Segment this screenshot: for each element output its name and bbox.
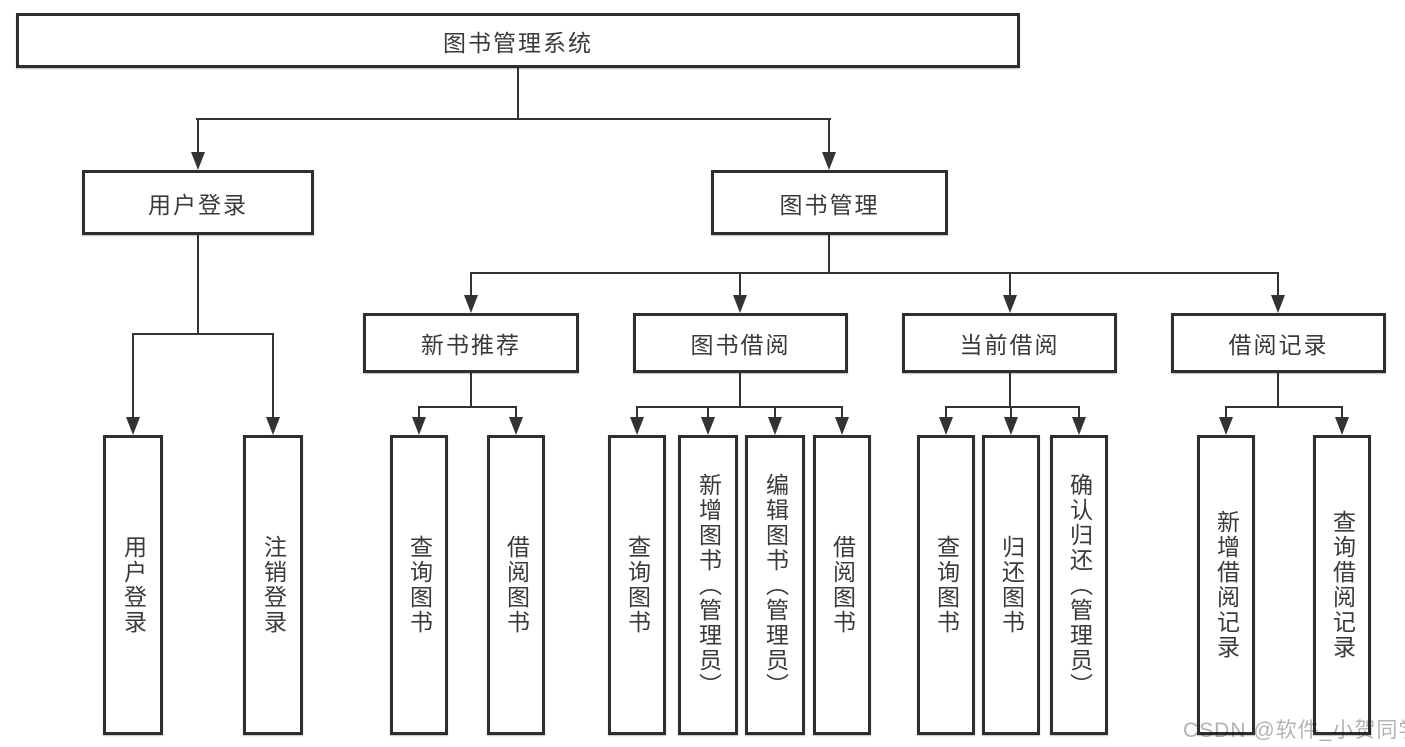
node-borrow-records: 借阅记录 bbox=[1171, 313, 1386, 373]
node-label: 查询借阅记录 bbox=[1329, 510, 1356, 660]
node-label: 查询图书 bbox=[406, 535, 433, 635]
node-book-borrow: 图书借阅 bbox=[633, 313, 848, 373]
arrow-down-icon bbox=[630, 417, 644, 435]
leaf-query-books-recommend: 查询图书 bbox=[390, 435, 448, 735]
arrow-down-icon bbox=[701, 417, 715, 435]
connector-line bbox=[197, 233, 199, 335]
connector-line bbox=[1225, 406, 1227, 421]
node-label: 新增图书（管理员） bbox=[695, 472, 722, 698]
arrow-down-icon bbox=[1003, 295, 1017, 313]
connector-line bbox=[828, 233, 830, 274]
connector-line bbox=[272, 333, 274, 421]
connector-line bbox=[945, 406, 947, 421]
node-label: 图书管理系统 bbox=[443, 29, 593, 56]
connector-line bbox=[517, 66, 519, 120]
node-label: 图书借阅 bbox=[690, 332, 791, 358]
csdn-watermark: CSDN @软件_小贺同学 bbox=[1183, 719, 1405, 742]
connector-line bbox=[132, 333, 134, 421]
connector-line bbox=[945, 406, 1080, 408]
node-label: 查询图书 bbox=[933, 535, 960, 635]
connector-line bbox=[841, 406, 843, 421]
leaf-query-borrow-record: 查询借阅记录 bbox=[1313, 435, 1371, 735]
connector-line bbox=[1341, 406, 1343, 421]
arrow-down-icon bbox=[768, 417, 782, 435]
connector-line bbox=[196, 118, 831, 120]
arrow-down-icon bbox=[191, 152, 205, 170]
node-label: 借阅记录 bbox=[1228, 332, 1329, 358]
leaf-borrow-books-recommend: 借阅图书 bbox=[487, 435, 545, 735]
arrow-down-icon bbox=[1219, 417, 1233, 435]
arrow-down-icon bbox=[822, 152, 836, 170]
arrow-down-icon bbox=[412, 417, 426, 435]
connector-line bbox=[418, 406, 420, 421]
connector-line bbox=[132, 333, 274, 335]
leaf-query-books-current: 查询图书 bbox=[917, 435, 975, 735]
arrow-down-icon bbox=[464, 295, 478, 313]
node-label: 图书管理 bbox=[779, 191, 880, 218]
leaf-user-login: 用户登录 bbox=[103, 435, 163, 735]
connector-line bbox=[1277, 272, 1279, 297]
connector-line bbox=[470, 272, 472, 297]
connector-line bbox=[470, 371, 472, 408]
node-label: 用户登录 bbox=[148, 191, 248, 218]
leaf-confirm-return-admin: 确认归还（管理员） bbox=[1050, 435, 1108, 735]
node-label: 新书推荐 bbox=[421, 332, 521, 358]
arrow-down-icon bbox=[939, 417, 953, 435]
arrow-down-icon bbox=[1335, 417, 1349, 435]
connector-line bbox=[707, 406, 709, 421]
connector-line bbox=[828, 118, 830, 154]
arrow-down-icon bbox=[1004, 417, 1018, 435]
node-label: 查询图书 bbox=[624, 535, 651, 635]
node-book-management: 图书管理 bbox=[711, 170, 948, 235]
node-label: 编辑图书（管理员） bbox=[762, 472, 789, 698]
leaf-add-book-admin: 新增图书（管理员） bbox=[678, 435, 738, 735]
node-label: 归还图书 bbox=[998, 535, 1025, 635]
arrow-down-icon bbox=[1271, 295, 1285, 313]
connector-line bbox=[739, 371, 741, 408]
connector-line bbox=[470, 272, 1279, 274]
node-label: 借阅图书 bbox=[829, 535, 856, 635]
connector-line bbox=[1010, 406, 1012, 421]
node-new-book-recommend: 新书推荐 bbox=[363, 313, 579, 373]
connector-line bbox=[1078, 406, 1080, 421]
connector-line bbox=[636, 406, 638, 421]
connector-line bbox=[1225, 406, 1343, 408]
connector-line bbox=[774, 406, 776, 421]
arrow-down-icon bbox=[733, 295, 747, 313]
arrow-down-icon bbox=[126, 417, 140, 435]
leaf-return-book: 归还图书 bbox=[982, 435, 1040, 735]
node-label: 确认归还（管理员） bbox=[1066, 472, 1093, 698]
arrow-down-icon bbox=[509, 417, 523, 435]
node-label: 借阅图书 bbox=[503, 535, 530, 635]
leaf-edit-book-admin: 编辑图书（管理员） bbox=[745, 435, 805, 735]
connector-line bbox=[739, 272, 741, 297]
leaf-query-books-borrow: 查询图书 bbox=[608, 435, 666, 735]
node-user-login: 用户登录 bbox=[82, 170, 314, 235]
node-library-management-system: 图书管理系统 bbox=[16, 13, 1020, 68]
connector-line bbox=[636, 406, 843, 408]
leaf-logout: 注销登录 bbox=[243, 435, 303, 735]
leaf-add-borrow-record: 新增借阅记录 bbox=[1197, 435, 1255, 735]
connector-line bbox=[197, 118, 199, 154]
connector-line bbox=[418, 406, 517, 408]
node-label: 新增借阅记录 bbox=[1213, 510, 1240, 660]
node-label: 用户登录 bbox=[120, 535, 147, 635]
leaf-borrow-books: 借阅图书 bbox=[813, 435, 871, 735]
connector-line bbox=[1009, 371, 1011, 408]
arrow-down-icon bbox=[1072, 417, 1086, 435]
node-label: 注销登录 bbox=[260, 535, 287, 635]
connector-line bbox=[515, 406, 517, 421]
connector-line bbox=[1277, 371, 1279, 408]
arrow-down-icon bbox=[266, 417, 280, 435]
node-current-borrow: 当前借阅 bbox=[902, 313, 1117, 373]
connector-line bbox=[1009, 272, 1011, 297]
node-label: 当前借阅 bbox=[959, 332, 1060, 358]
arrow-down-icon bbox=[835, 417, 849, 435]
